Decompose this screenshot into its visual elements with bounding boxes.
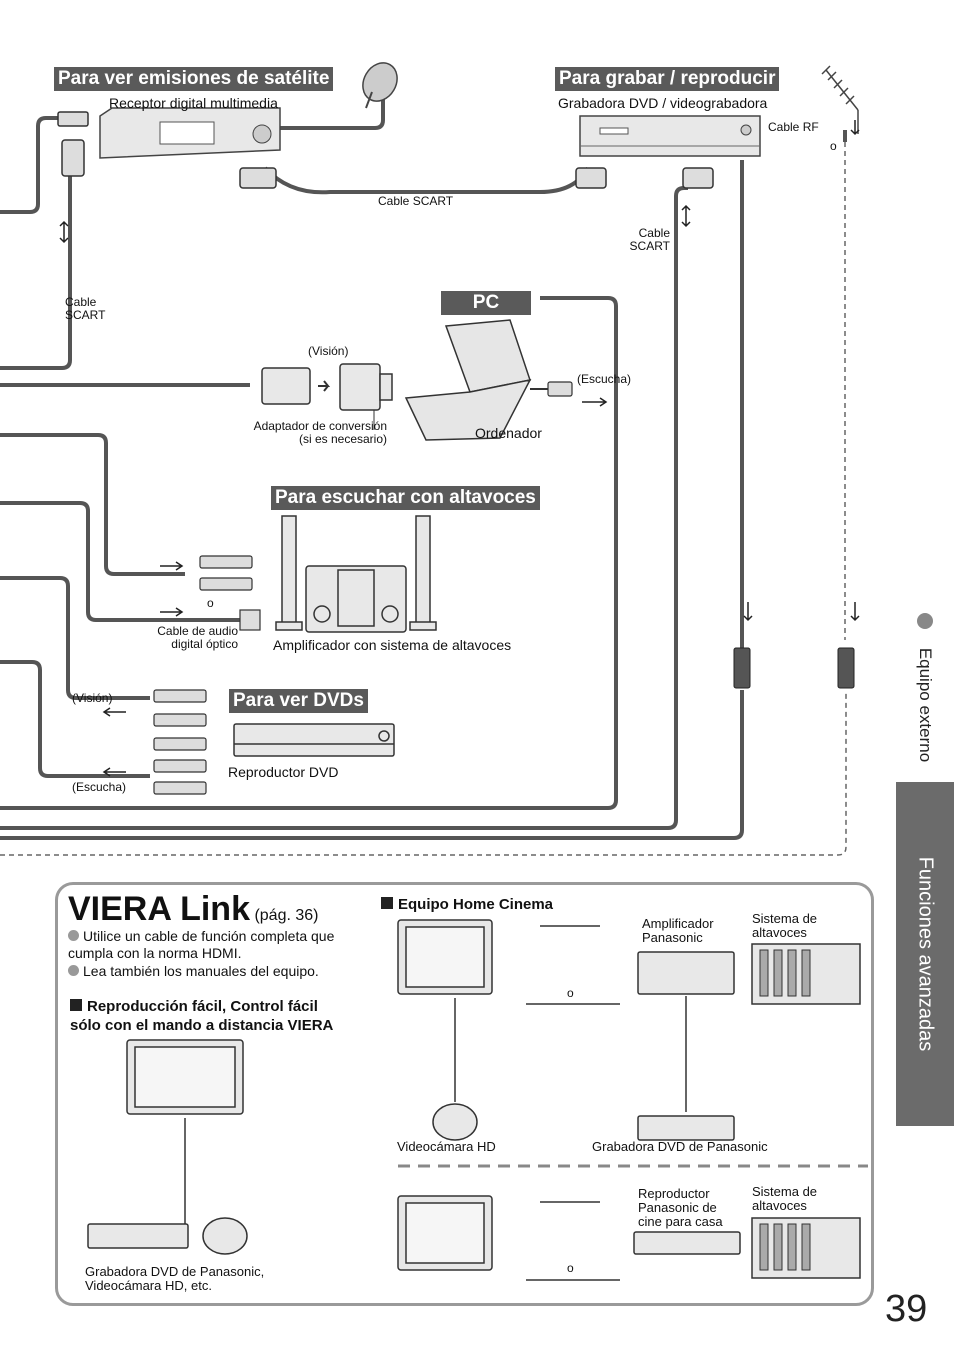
scart-cable-line-left [0,176,72,370]
receiver-device [99,107,281,159]
hdmi-cable-line [0,116,58,214]
recorder-device [579,115,761,157]
satellite-dish-icon [362,62,398,109]
amplifier-label: Amplificador con sistema de altavoces [273,637,512,653]
viera-bottom-caption: Grabadora DVD de Panasonic, Videocámara … [85,1264,265,1293]
audio-cable-line-1 [0,433,185,576]
computer-label: Ordenador [475,425,542,441]
optical-cable-label: Cable de audio digital óptico [157,624,238,651]
header-record: Para grabar / reproducir [555,67,780,91]
viera-bullet-1: Utilice un cable de función completa que… [68,928,335,961]
header-satellite: Para ver emisiones de satélite [54,67,334,91]
speaker-system [275,515,437,633]
dvd-player-device [233,723,395,757]
bullet-icon [68,965,79,976]
home-cinema-heading: Equipo Home Cinema [381,896,553,913]
or-label-1: o [830,139,837,153]
viera-page-ref: (pág. 36) [254,907,319,924]
camcorder-label: Videocámara HD [397,1139,496,1154]
viera-title: VIERA Link [68,890,250,928]
scart-link-line [263,166,590,195]
square-bullet-icon [381,897,393,909]
square-bullet-icon [70,999,82,1011]
scart-cable-label: Cable SCART [378,194,454,208]
antenna-icon [821,65,859,134]
home-player-label: Reproductor Panasonic de cine para casa [638,1186,723,1229]
viera-link-box [55,882,874,1306]
speakers-label-1: Sistema de altavoces [752,911,818,940]
pc-audio-cable-line [0,296,618,810]
speakers-label-2: Sistema de altavoces [752,1184,818,1213]
video-cable-line [0,576,150,700]
receiver-label: Receptor digital multimedia [109,95,278,111]
vision-label-2: (Visión) [72,691,113,705]
scart-cable-label-left: Cable SCART [65,295,106,322]
dish-cable-line [280,96,385,130]
recorder-label: Grabadora DVD / videograbadora [558,95,768,111]
or-label-2: o [207,596,214,610]
header-pc: PC [441,291,531,315]
scart-cable-label-right: Cable SCART [629,226,670,253]
audio-jack [530,381,573,397]
vga-connector [261,363,393,411]
adapter-label: Adaptador de conversión (si es necesario… [253,419,387,446]
viera-subheading: Reproducción fácil, Control fácil sólo c… [70,998,334,1034]
side-tab: Funciones avanzadas [896,782,954,1126]
side-tab-text: Funciones avanzadas [914,856,937,1052]
audio-cable-line-2 [0,660,150,778]
side-label: Equipo externo [916,647,935,763]
panasonic-amp-label: Amplificador Panasonic [642,916,714,945]
viera-title-row: VIERA Link (pág. 36) [68,890,319,929]
vision-label-1: (Visión) [308,344,349,358]
bullet-icon [68,930,79,941]
header-dvd: Para ver DVDs [229,689,368,713]
page-number: 39 [885,1288,928,1330]
header-speakers: Para escuchar con altavoces [271,486,540,510]
or-label-b: o [567,1261,574,1275]
rf-cable-line [0,690,744,840]
side-bullet-icon [917,613,933,629]
rf-cable-label: Cable RF [768,120,819,134]
laptop-icon [404,319,532,441]
or-label-a: o [567,986,574,1000]
optical-cable-line [0,501,240,622]
dvd-player-label: Reproductor DVD [228,764,339,780]
panasonic-dvd-label: Grabadora DVD de Panasonic [592,1139,768,1154]
escucha-label-2: (Escucha) [72,780,127,794]
viera-bullet-2: Lea también los manuales del equipo. [68,963,319,979]
scart-cable-line-right [0,186,688,830]
escucha-label-1: (Escucha) [577,372,632,386]
